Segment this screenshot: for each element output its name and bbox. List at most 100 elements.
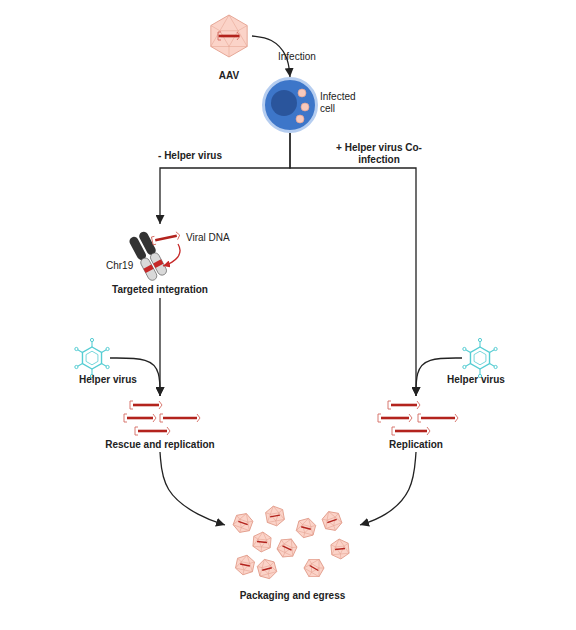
aav-capsid xyxy=(295,516,317,540)
node-label: Replication xyxy=(366,439,466,451)
dna-fragment xyxy=(124,414,156,422)
viral-dna xyxy=(151,231,180,245)
internalized-aav xyxy=(298,89,306,97)
aav-capsid xyxy=(302,555,327,581)
cell-membrane xyxy=(264,79,317,132)
capsid-facet xyxy=(220,15,229,31)
capsid-facet xyxy=(248,563,254,571)
capsid-shell xyxy=(265,505,286,528)
capsid-facet xyxy=(267,537,272,540)
capsid-facet xyxy=(280,540,285,544)
capsid-facet xyxy=(254,536,259,539)
internalized-aav xyxy=(301,103,309,111)
capsid-shell xyxy=(331,538,350,559)
itr-bracket xyxy=(218,32,221,40)
virus-spike-tip xyxy=(75,365,78,368)
viral-genome xyxy=(219,35,240,38)
viral-genome xyxy=(270,515,280,517)
capsid-shell xyxy=(295,516,317,540)
viral-genome xyxy=(335,548,345,550)
capsid-facet xyxy=(331,547,336,555)
capsid-facet xyxy=(270,513,280,522)
viral-genome xyxy=(240,564,250,566)
virus-capsid xyxy=(82,347,101,369)
capsid-facet xyxy=(211,26,220,31)
node-label: Viral DNA xyxy=(186,232,230,244)
capsid-facet xyxy=(266,540,271,548)
dna-strand xyxy=(155,236,177,241)
capsid-facet xyxy=(248,520,253,524)
aav-capsid xyxy=(265,505,286,528)
node-label: Infected cell xyxy=(320,91,364,115)
node-label: AAV xyxy=(206,70,252,82)
itr-bracket xyxy=(427,427,430,435)
capsid-facet xyxy=(262,532,267,540)
capsid-facet xyxy=(302,517,308,525)
capsid-facet xyxy=(305,533,313,535)
dna-fragment xyxy=(392,427,430,435)
capsid-facet xyxy=(335,539,340,547)
itr-bracket xyxy=(151,236,156,244)
itr-bracket xyxy=(418,414,421,422)
infected-cell: Infected cell xyxy=(262,77,318,133)
helper-virus-icon xyxy=(463,338,497,377)
node-illustration xyxy=(462,340,498,376)
capsid-facet xyxy=(229,15,238,31)
capsid-facet xyxy=(308,559,313,563)
capsid-facet xyxy=(326,526,334,529)
itr-bracket xyxy=(176,231,181,239)
integration-band xyxy=(153,259,163,268)
capsid-facet xyxy=(322,518,327,522)
node-label: Rescue and replication xyxy=(102,439,218,451)
capsid-facet xyxy=(298,521,303,525)
capsid-facet xyxy=(268,572,276,574)
capsid-facet xyxy=(237,519,248,529)
virus-spike-tip xyxy=(90,338,93,341)
chromatid-upper xyxy=(138,230,158,256)
capsid-shell xyxy=(320,509,343,534)
node-illustration xyxy=(74,340,110,376)
capsid-facet xyxy=(344,546,349,554)
capsid-facet xyxy=(253,539,258,547)
virus-capsid xyxy=(470,347,489,369)
viral-genome xyxy=(238,521,247,524)
capsid-shell xyxy=(231,511,254,536)
capsid-facet xyxy=(312,572,320,576)
capsid-facet xyxy=(331,544,336,547)
capsid-facet xyxy=(285,553,293,557)
capsid-shell xyxy=(275,535,299,560)
capsid-facet xyxy=(260,559,266,567)
capsid-facet xyxy=(250,561,255,564)
capsid-facet xyxy=(281,544,292,554)
virus-spike-tip xyxy=(106,365,109,368)
capsid-shell xyxy=(256,557,278,581)
capsid-facet xyxy=(344,543,349,546)
capsid-facet xyxy=(262,565,272,574)
aav-capsid xyxy=(234,553,255,576)
capsid-facet xyxy=(334,513,339,517)
itr-bracket xyxy=(378,414,381,422)
dna-replication-group: Replication xyxy=(366,396,466,452)
dna-strand xyxy=(163,417,197,420)
integration-step: Viral DNAChr19Targeted integration xyxy=(90,224,230,298)
capsid-facet xyxy=(266,514,272,522)
aav-capsid xyxy=(211,15,247,57)
itr-bracket xyxy=(455,414,458,422)
dna-strand xyxy=(127,417,153,420)
capsid-facet xyxy=(335,546,344,554)
internalized-aav xyxy=(296,115,304,123)
flow-arrow xyxy=(160,452,225,525)
capsid-facet xyxy=(236,515,241,519)
capsid-facet xyxy=(260,574,268,576)
capsid-facet xyxy=(275,521,277,526)
flow-arrow xyxy=(290,133,416,396)
edge-label: + Helper virus Co-infection xyxy=(336,142,422,166)
aav-capsid xyxy=(231,511,254,536)
aav-capsid xyxy=(275,535,299,560)
virus-spike-tip xyxy=(478,338,481,341)
dna-fragment xyxy=(151,231,180,245)
edge-label: Infection xyxy=(278,51,316,63)
viral-genome xyxy=(262,568,272,571)
itr-bracket xyxy=(153,414,156,422)
capsid-facet xyxy=(319,566,324,570)
